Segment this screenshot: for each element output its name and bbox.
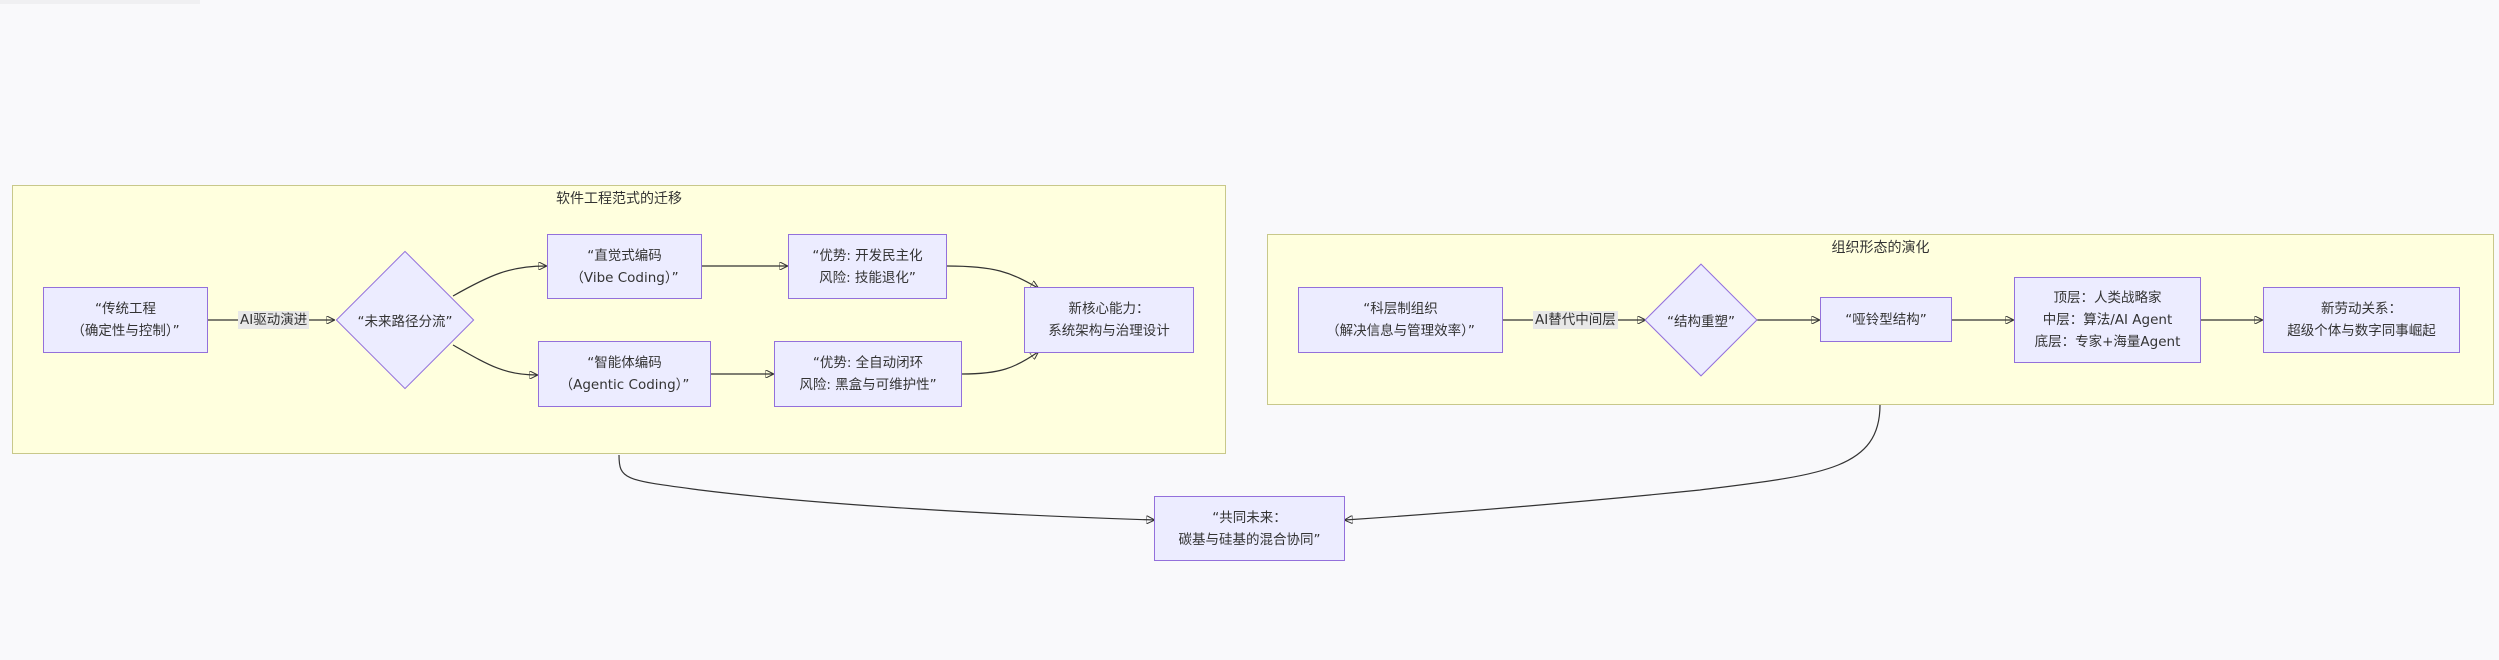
node-vibe-coding: “直觉式编码 （Vibe Coding）” xyxy=(547,234,702,299)
node-agentic-coding: “智能体编码 （Agentic Coding）” xyxy=(538,341,711,407)
edge-split-to-vibe xyxy=(452,266,546,297)
edge-org-to-future xyxy=(1345,404,1881,520)
edge-label-ai-driven: AI驱动演进 xyxy=(238,311,310,329)
top-strip xyxy=(0,0,200,4)
subgraph-org-title: 组织形态的演化 xyxy=(1831,240,1930,256)
edge-split-to-agentic xyxy=(452,344,537,375)
node-vibe-advantage-risk: “优势: 开发民主化 风险: 技能退化” xyxy=(788,234,947,299)
node-shared-future: “共同未来： 碳基与硅基的混合协同” xyxy=(1154,496,1345,561)
edge-advvibe-to-core xyxy=(946,265,1038,288)
edge-advagentic-to-core xyxy=(961,352,1038,375)
subgraph-software-title: 软件工程范式的迁移 xyxy=(556,191,682,207)
edge-software-to-future xyxy=(618,454,1154,520)
node-new-core-ability: 新核心能力： 系统架构与治理设计 xyxy=(1024,287,1194,353)
node-new-labor-relations: 新劳动关系： 超级个体与数字同事崛起 xyxy=(2263,287,2460,353)
node-future-path-split: “未来路径分流” xyxy=(335,250,475,390)
node-structure-restructure: “结构重塑” xyxy=(1644,263,1758,377)
node-agentic-advantage-risk: “优势: 全自动闭环 风险: 黑盒与可维护性” xyxy=(774,341,962,407)
node-traditional-engineering: “传统工程 （确定性与控制）” xyxy=(43,287,208,353)
node-bureaucracy: “科层制组织 （解决信息与管理效率）” xyxy=(1298,287,1503,353)
node-organization-layers: 顶层：人类战略家 中层：算法/AI Agent 底层：专家+海量Agent xyxy=(2014,277,2201,363)
node-dumbbell-structure: “哑铃型结构” xyxy=(1820,297,1952,342)
edge-label-ai-replace: AI替代中间层 xyxy=(1533,311,1618,329)
